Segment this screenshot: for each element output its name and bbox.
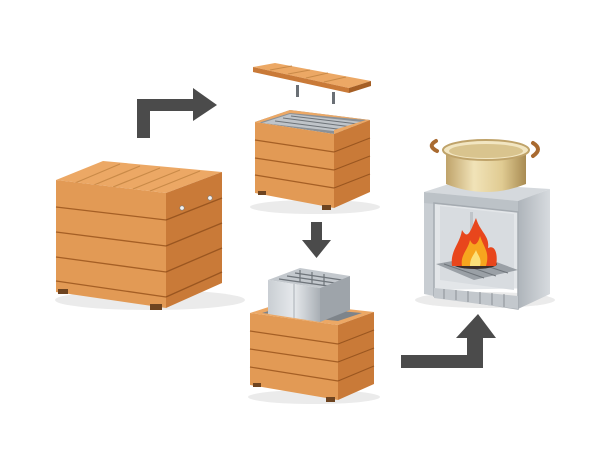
ash-tray <box>434 288 518 309</box>
box2-foot <box>258 191 266 195</box>
grill-bars <box>274 115 359 131</box>
insert-removal <box>248 268 380 404</box>
arrow-up-icon <box>401 314 496 368</box>
floating-lid <box>253 63 371 104</box>
ash-tray-mesh <box>443 289 505 307</box>
box3-foot <box>326 397 335 402</box>
arrow-to-open-lid <box>137 88 217 138</box>
box-side-face <box>166 172 222 308</box>
lid-side-edge <box>349 81 371 93</box>
box-foot <box>58 289 68 294</box>
stove-left-post <box>424 192 434 296</box>
lid-slat-lines <box>269 65 347 83</box>
closed-wooden-box <box>55 161 245 310</box>
side-planks <box>165 197 223 298</box>
stove-front-lip <box>424 192 518 212</box>
arrow-to-remove-insert <box>302 222 331 258</box>
pot-body <box>446 150 526 192</box>
box3-front <box>250 313 338 400</box>
insert-side <box>320 276 350 322</box>
stove-with-pot <box>415 139 555 310</box>
arrow-down-icon <box>302 222 331 258</box>
box2-side-planks <box>333 137 371 189</box>
lid-front-edge <box>253 67 349 93</box>
cooking-pot <box>429 139 540 192</box>
bolt-icon <box>179 205 185 211</box>
box3-foot <box>253 383 261 387</box>
lid-slats <box>74 163 201 192</box>
box-foot <box>150 304 162 310</box>
insert-grill-bars <box>278 270 343 287</box>
fire-flame-icon <box>451 218 497 266</box>
box-front-face <box>56 180 166 308</box>
arrow-right-icon <box>137 88 217 138</box>
bolt-icon <box>207 195 213 201</box>
open-lid-box <box>250 63 380 214</box>
box2-shadow <box>250 200 380 214</box>
lid-bracket <box>332 92 335 104</box>
insert-top <box>268 268 350 288</box>
box2-side <box>334 120 370 208</box>
pot-interior <box>449 144 523 158</box>
lid-bracket <box>296 85 299 97</box>
stove-right-panel <box>518 189 550 309</box>
box3-front-planks <box>249 330 339 382</box>
lid-top-surface <box>253 63 371 88</box>
stove-top <box>424 183 550 201</box>
box2-front-planks <box>254 139 335 189</box>
metal-stove-insert <box>268 268 350 322</box>
pot-handle-left <box>429 139 439 153</box>
arrow-to-stove <box>401 314 496 368</box>
box2-rim <box>255 110 370 134</box>
box2-foot <box>322 205 331 210</box>
box2-front <box>255 122 334 208</box>
pot-handle-right <box>531 141 540 158</box>
box3-side <box>338 312 374 400</box>
front-planks <box>55 206 167 298</box>
box3-side-planks <box>337 329 375 382</box>
